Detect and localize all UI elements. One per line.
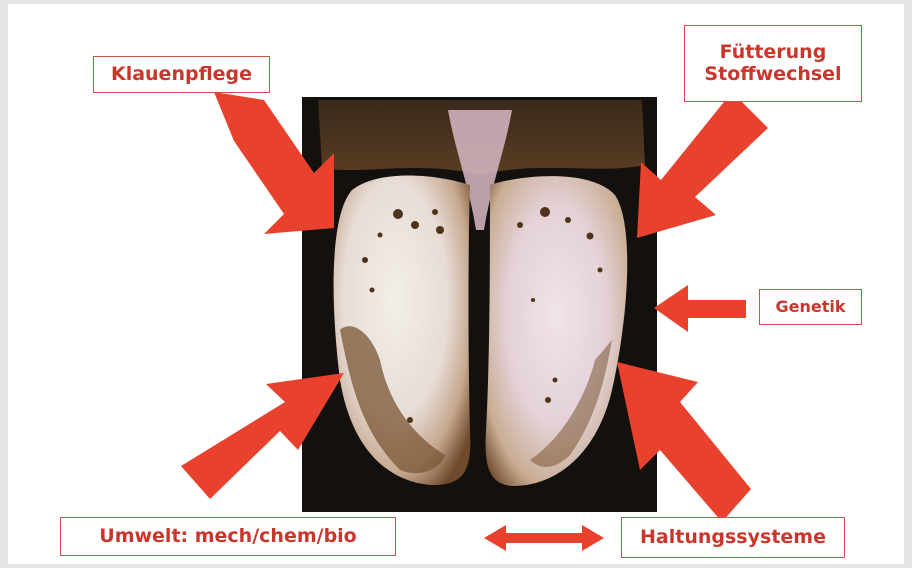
label-fuetterung-text: Fütterung [720, 42, 827, 64]
label-fuetterung-stoffwechsel: Fütterung Stoffwechsel [684, 25, 862, 102]
label-genetik-text: Genetik [776, 298, 846, 316]
label-klauenpflege: Klauenpflege [93, 56, 270, 93]
label-umwelt: Umwelt: mech/chem/bio [60, 517, 396, 556]
label-umwelt-text: Umwelt: mech/chem/bio [99, 526, 356, 548]
label-stoffwechsel-text: Stoffwechsel [704, 64, 841, 86]
label-haltungssysteme-text: Haltungssysteme [640, 527, 826, 549]
label-klauenpflege-text: Klauenpflege [111, 64, 252, 86]
label-genetik: Genetik [759, 289, 862, 325]
label-haltungssysteme: Haltungssysteme [621, 517, 845, 558]
claw-photo [302, 97, 657, 512]
